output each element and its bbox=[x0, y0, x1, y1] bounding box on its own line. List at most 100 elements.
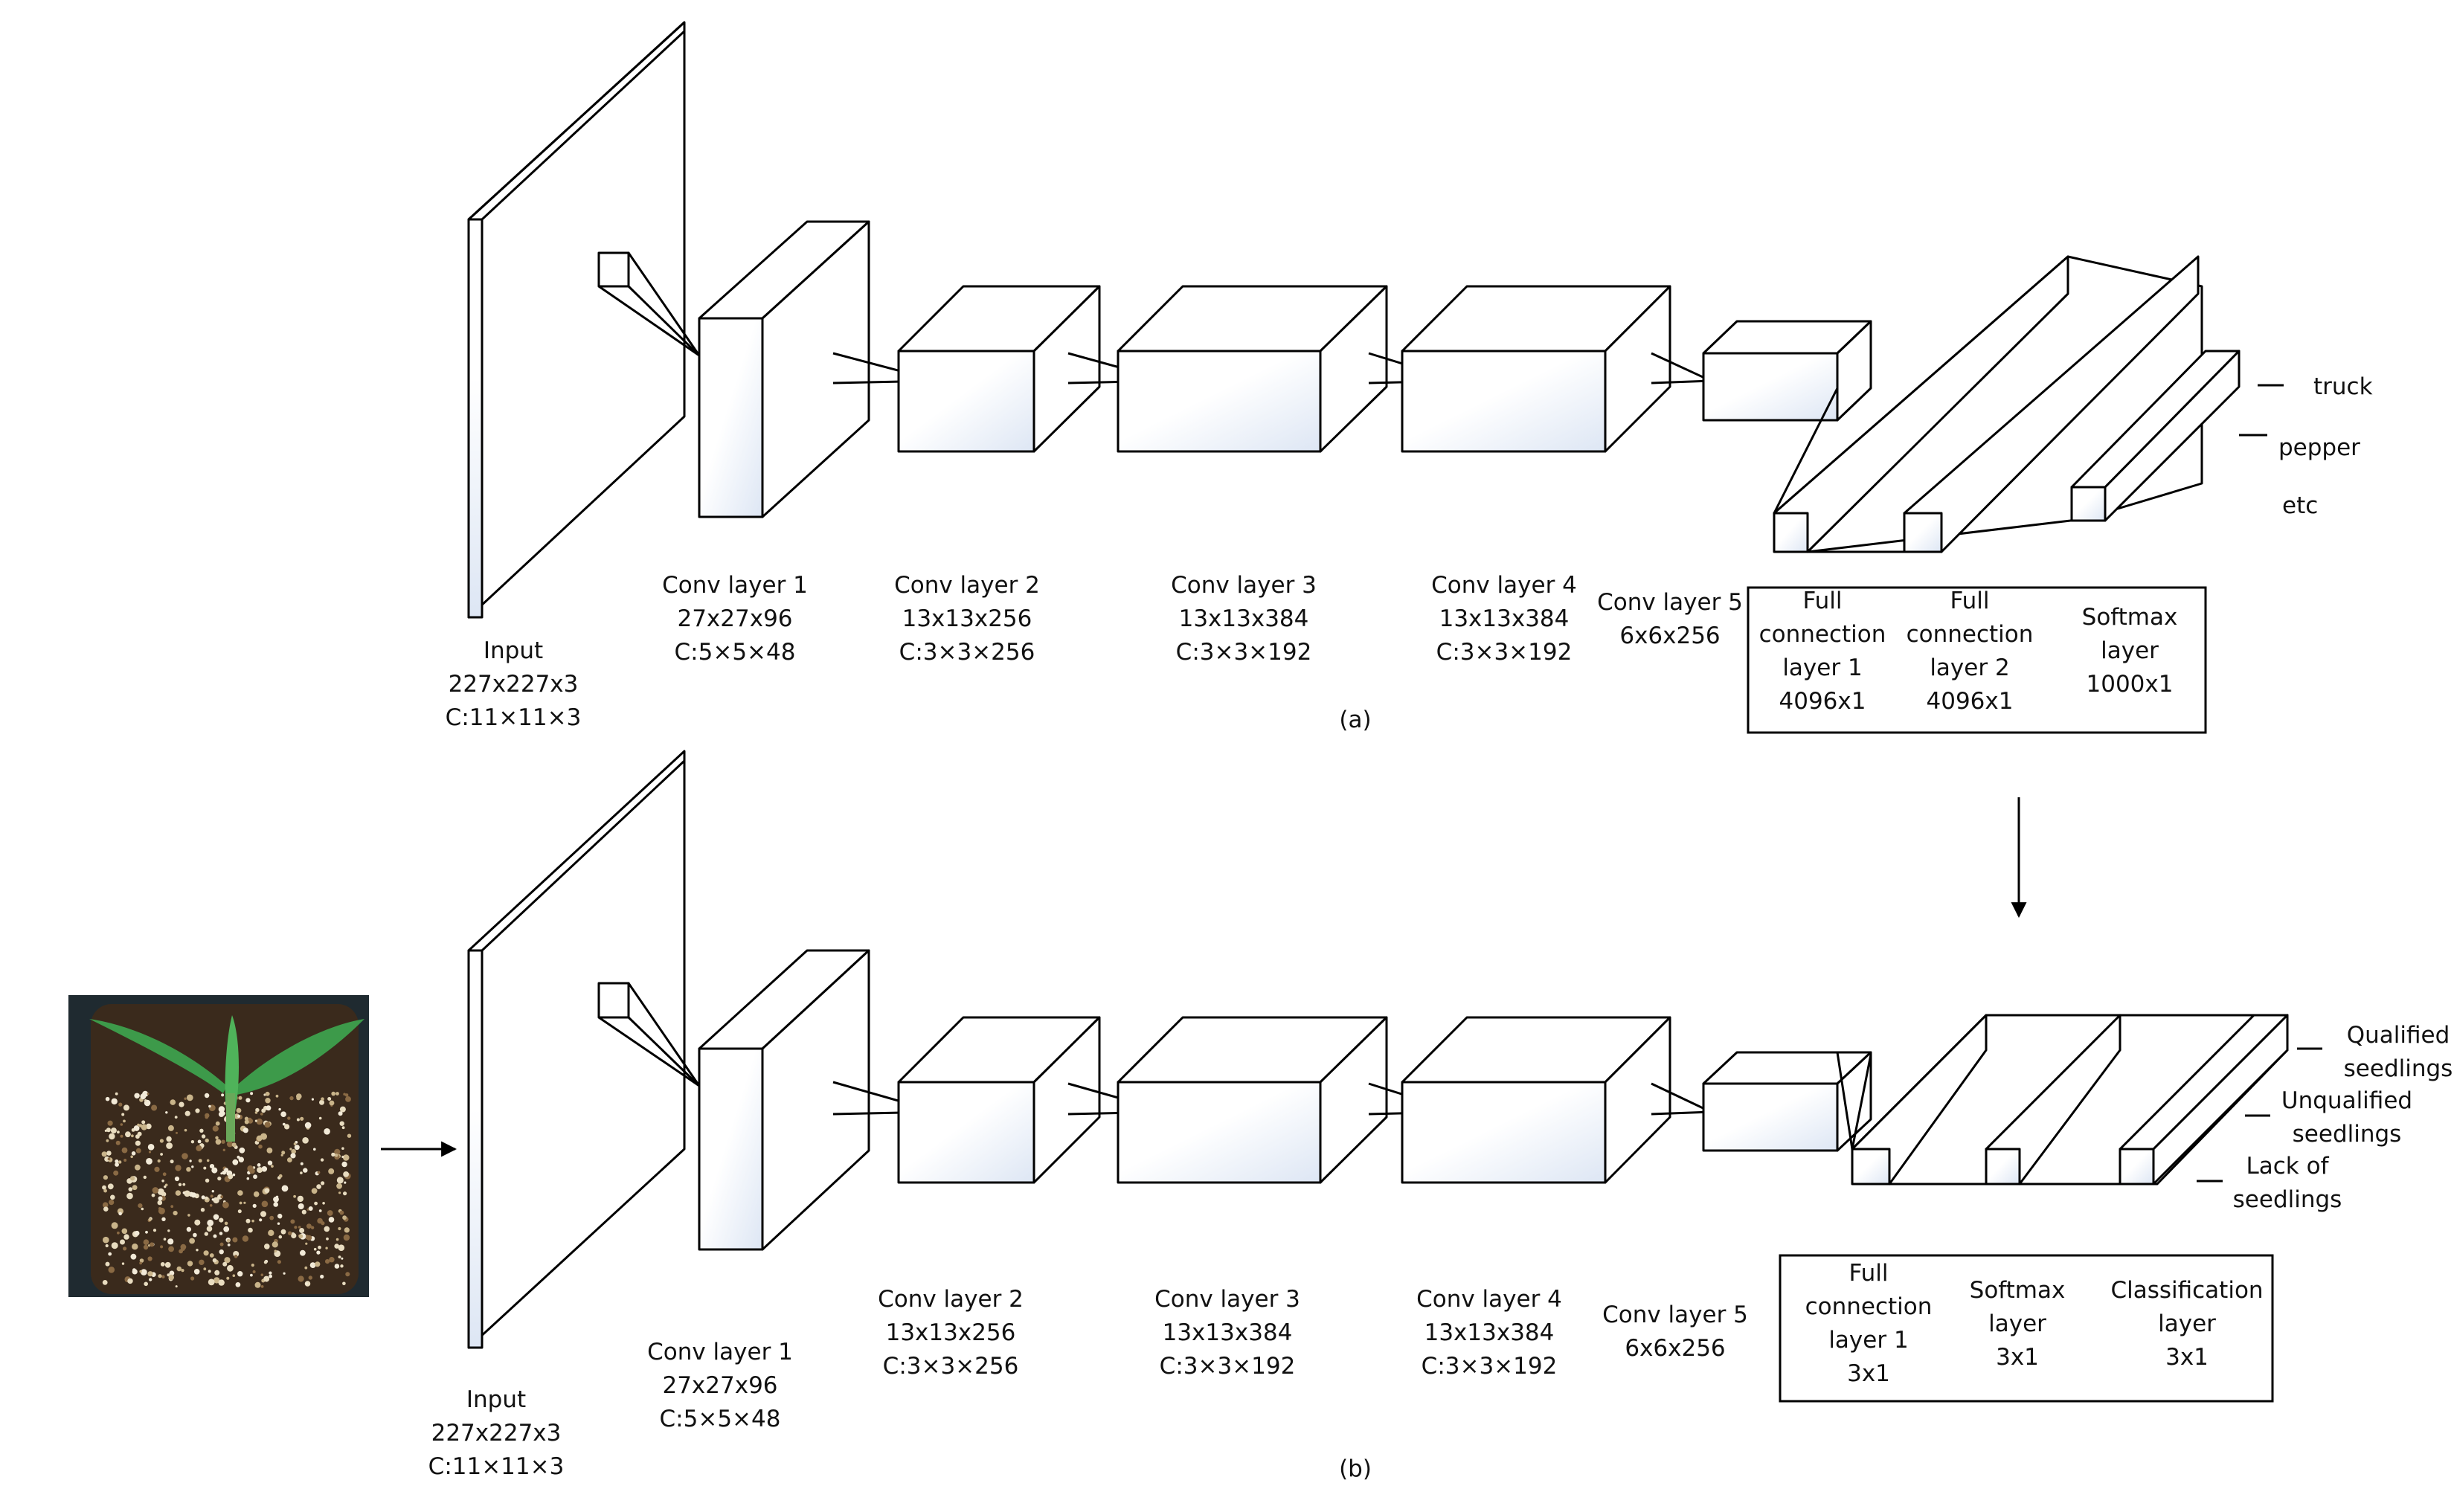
soil-speckle bbox=[160, 1153, 164, 1156]
conv2-label: Conv layer 2 bbox=[894, 572, 1040, 599]
soil-speckle bbox=[139, 1261, 143, 1265]
soil-speckle bbox=[327, 1210, 333, 1216]
soil-speckle bbox=[222, 1148, 225, 1152]
soil-speckle bbox=[287, 1116, 291, 1120]
soil-speckle bbox=[203, 1166, 207, 1170]
soil-speckle bbox=[176, 1266, 182, 1272]
soil-speckle bbox=[238, 1156, 244, 1162]
soil-speckle bbox=[275, 1094, 279, 1098]
soil-speckle bbox=[199, 1259, 205, 1266]
soil-speckle bbox=[138, 1203, 143, 1209]
soil-speckle bbox=[271, 1165, 274, 1168]
soil-speckle bbox=[281, 1151, 286, 1155]
soil-speckle bbox=[125, 1131, 131, 1138]
soil-speckle bbox=[284, 1124, 290, 1130]
soil-speckle bbox=[106, 1151, 112, 1156]
soil-speckle bbox=[316, 1184, 321, 1189]
soil-speckle bbox=[309, 1262, 316, 1268]
soil-speckle bbox=[300, 1162, 303, 1165]
soil-speckle bbox=[224, 1168, 229, 1173]
output-qualified-1: Qualified bbox=[2347, 1022, 2450, 1049]
soil-speckle bbox=[232, 1159, 239, 1165]
soil-speckle bbox=[123, 1234, 129, 1240]
soil-speckle bbox=[181, 1269, 184, 1273]
soil-speckle bbox=[317, 1171, 321, 1174]
soil-speckle bbox=[334, 1264, 340, 1269]
soil-speckle bbox=[272, 1241, 278, 1248]
soil-speckle bbox=[193, 1269, 200, 1275]
soil-speckle bbox=[218, 1106, 225, 1113]
soil-speckle bbox=[264, 1122, 271, 1128]
soil-speckle bbox=[250, 1092, 254, 1096]
soil-speckle bbox=[166, 1142, 173, 1149]
soil-speckle bbox=[232, 1173, 236, 1177]
soil-speckle bbox=[196, 1249, 199, 1252]
soil-speckle bbox=[296, 1093, 302, 1099]
conv4-block bbox=[1401, 285, 1671, 453]
soil-speckle bbox=[157, 1188, 164, 1195]
soil-speckle bbox=[289, 1096, 294, 1101]
conv1-size: 27x27x96 bbox=[677, 605, 792, 632]
soil-speckle bbox=[174, 1176, 180, 1182]
soil-speckle bbox=[137, 1123, 140, 1127]
soil-speckle bbox=[319, 1099, 324, 1105]
soil-speckle bbox=[338, 1111, 343, 1116]
soil-speckle bbox=[109, 1200, 115, 1206]
soil-speckle bbox=[257, 1167, 263, 1174]
soil-speckle bbox=[157, 1159, 161, 1163]
conv2-kernel-b: C:3×3×256 bbox=[883, 1353, 1019, 1380]
soil-speckle bbox=[147, 1144, 155, 1151]
soil-speckle bbox=[121, 1147, 128, 1154]
soil-speckle bbox=[120, 1239, 125, 1245]
soil-speckle bbox=[131, 1151, 136, 1156]
soil-speckle bbox=[339, 1121, 344, 1126]
soil-speckle bbox=[141, 1124, 147, 1130]
soil-speckle bbox=[344, 1181, 347, 1184]
output-unqualified-2: seedlings bbox=[2293, 1121, 2402, 1148]
soil-speckle bbox=[253, 1174, 257, 1180]
soil-speckle bbox=[107, 1183, 114, 1190]
soil-speckle bbox=[144, 1099, 147, 1102]
soil-speckle bbox=[160, 1262, 165, 1267]
soil-speckle bbox=[103, 1236, 109, 1244]
soil-speckle bbox=[148, 1217, 152, 1222]
soil-speckle bbox=[113, 1170, 119, 1176]
soil-speckle bbox=[341, 1257, 344, 1260]
soil-speckle bbox=[342, 1281, 346, 1286]
softmax-label-1-b: Softmax bbox=[1970, 1277, 2066, 1304]
soil-speckle bbox=[189, 1238, 195, 1244]
soil-speckle bbox=[163, 1238, 167, 1241]
softmax-label-1: Softmax bbox=[2082, 604, 2178, 631]
soil-speckle bbox=[336, 1177, 344, 1184]
soil-speckle bbox=[150, 1242, 155, 1247]
soil-speckle bbox=[278, 1235, 283, 1239]
soil-speckle bbox=[161, 1217, 166, 1222]
soil-speckle bbox=[242, 1127, 248, 1133]
soil-speckle bbox=[282, 1122, 286, 1126]
soil-speckle bbox=[147, 1256, 152, 1261]
soil-speckle bbox=[213, 1234, 217, 1238]
soil-speckle bbox=[341, 1161, 347, 1168]
soil-speckle bbox=[243, 1201, 246, 1204]
soil-speckle bbox=[130, 1176, 135, 1181]
input-size: 227x227x3 bbox=[449, 671, 579, 698]
soil-speckle bbox=[328, 1168, 335, 1174]
soil-speckle bbox=[342, 1154, 350, 1161]
soil-speckle bbox=[306, 1235, 312, 1241]
soil-speckle bbox=[204, 1232, 208, 1236]
soil-speckle bbox=[238, 1096, 242, 1100]
soil-speckle bbox=[291, 1149, 297, 1154]
soil-speckle bbox=[269, 1215, 274, 1220]
soil-speckle bbox=[335, 1092, 339, 1096]
conv2-block bbox=[897, 285, 1101, 453]
soil-speckle bbox=[211, 1190, 214, 1193]
soil-speckle bbox=[325, 1246, 328, 1249]
fc-legend-box-b bbox=[1779, 1254, 2274, 1403]
soil-speckle bbox=[190, 1192, 196, 1198]
soil-speckle bbox=[221, 1139, 225, 1144]
fc2-label-1: Full bbox=[1950, 588, 1989, 614]
soil-speckle bbox=[209, 1253, 214, 1258]
soil-speckle bbox=[211, 1167, 218, 1174]
soil-speckle bbox=[120, 1134, 123, 1138]
soil-speckle bbox=[201, 1134, 206, 1139]
